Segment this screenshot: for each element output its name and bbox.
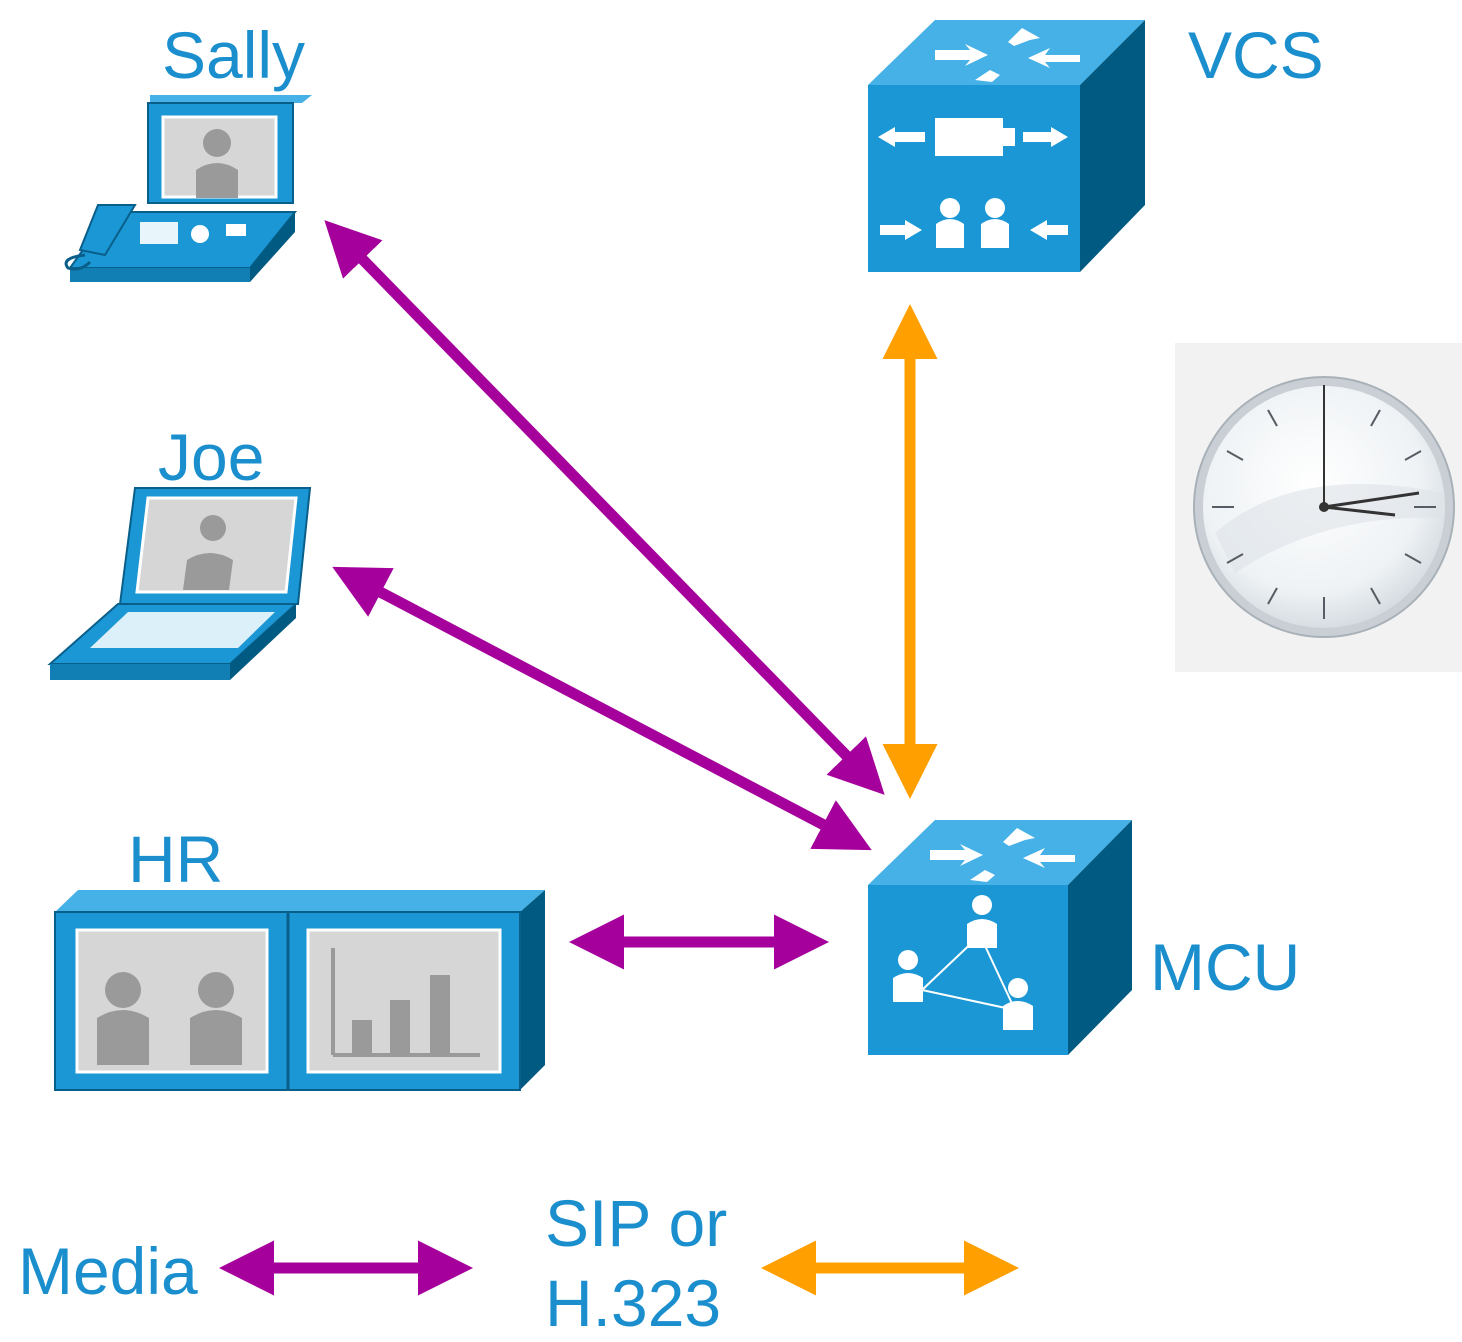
mcu-server-icon (868, 820, 1132, 1055)
connections (324, 220, 938, 970)
clock-box (1175, 343, 1462, 672)
hr-telepresence-icon (54, 890, 545, 1091)
media-link-joe-mcu (332, 566, 872, 851)
mcu-label: MCU (1150, 930, 1301, 1004)
joe-label: Joe (158, 420, 265, 494)
legend-signaling-label-line1: SIP or (545, 1186, 728, 1260)
clock-icon (1193, 376, 1455, 638)
hr-label: HR (128, 822, 224, 896)
joe-laptop-icon (47, 487, 312, 680)
legend-signaling-label-line2: H.323 (545, 1266, 722, 1340)
vcs-label: VCS (1188, 18, 1324, 92)
sally-label: Sally (162, 18, 306, 92)
sally-video-phone-icon (64, 95, 312, 282)
legend-media-label: Media (18, 1234, 198, 1308)
media-link-sally-mcu (324, 220, 885, 795)
vcs-server-icon (868, 20, 1145, 272)
